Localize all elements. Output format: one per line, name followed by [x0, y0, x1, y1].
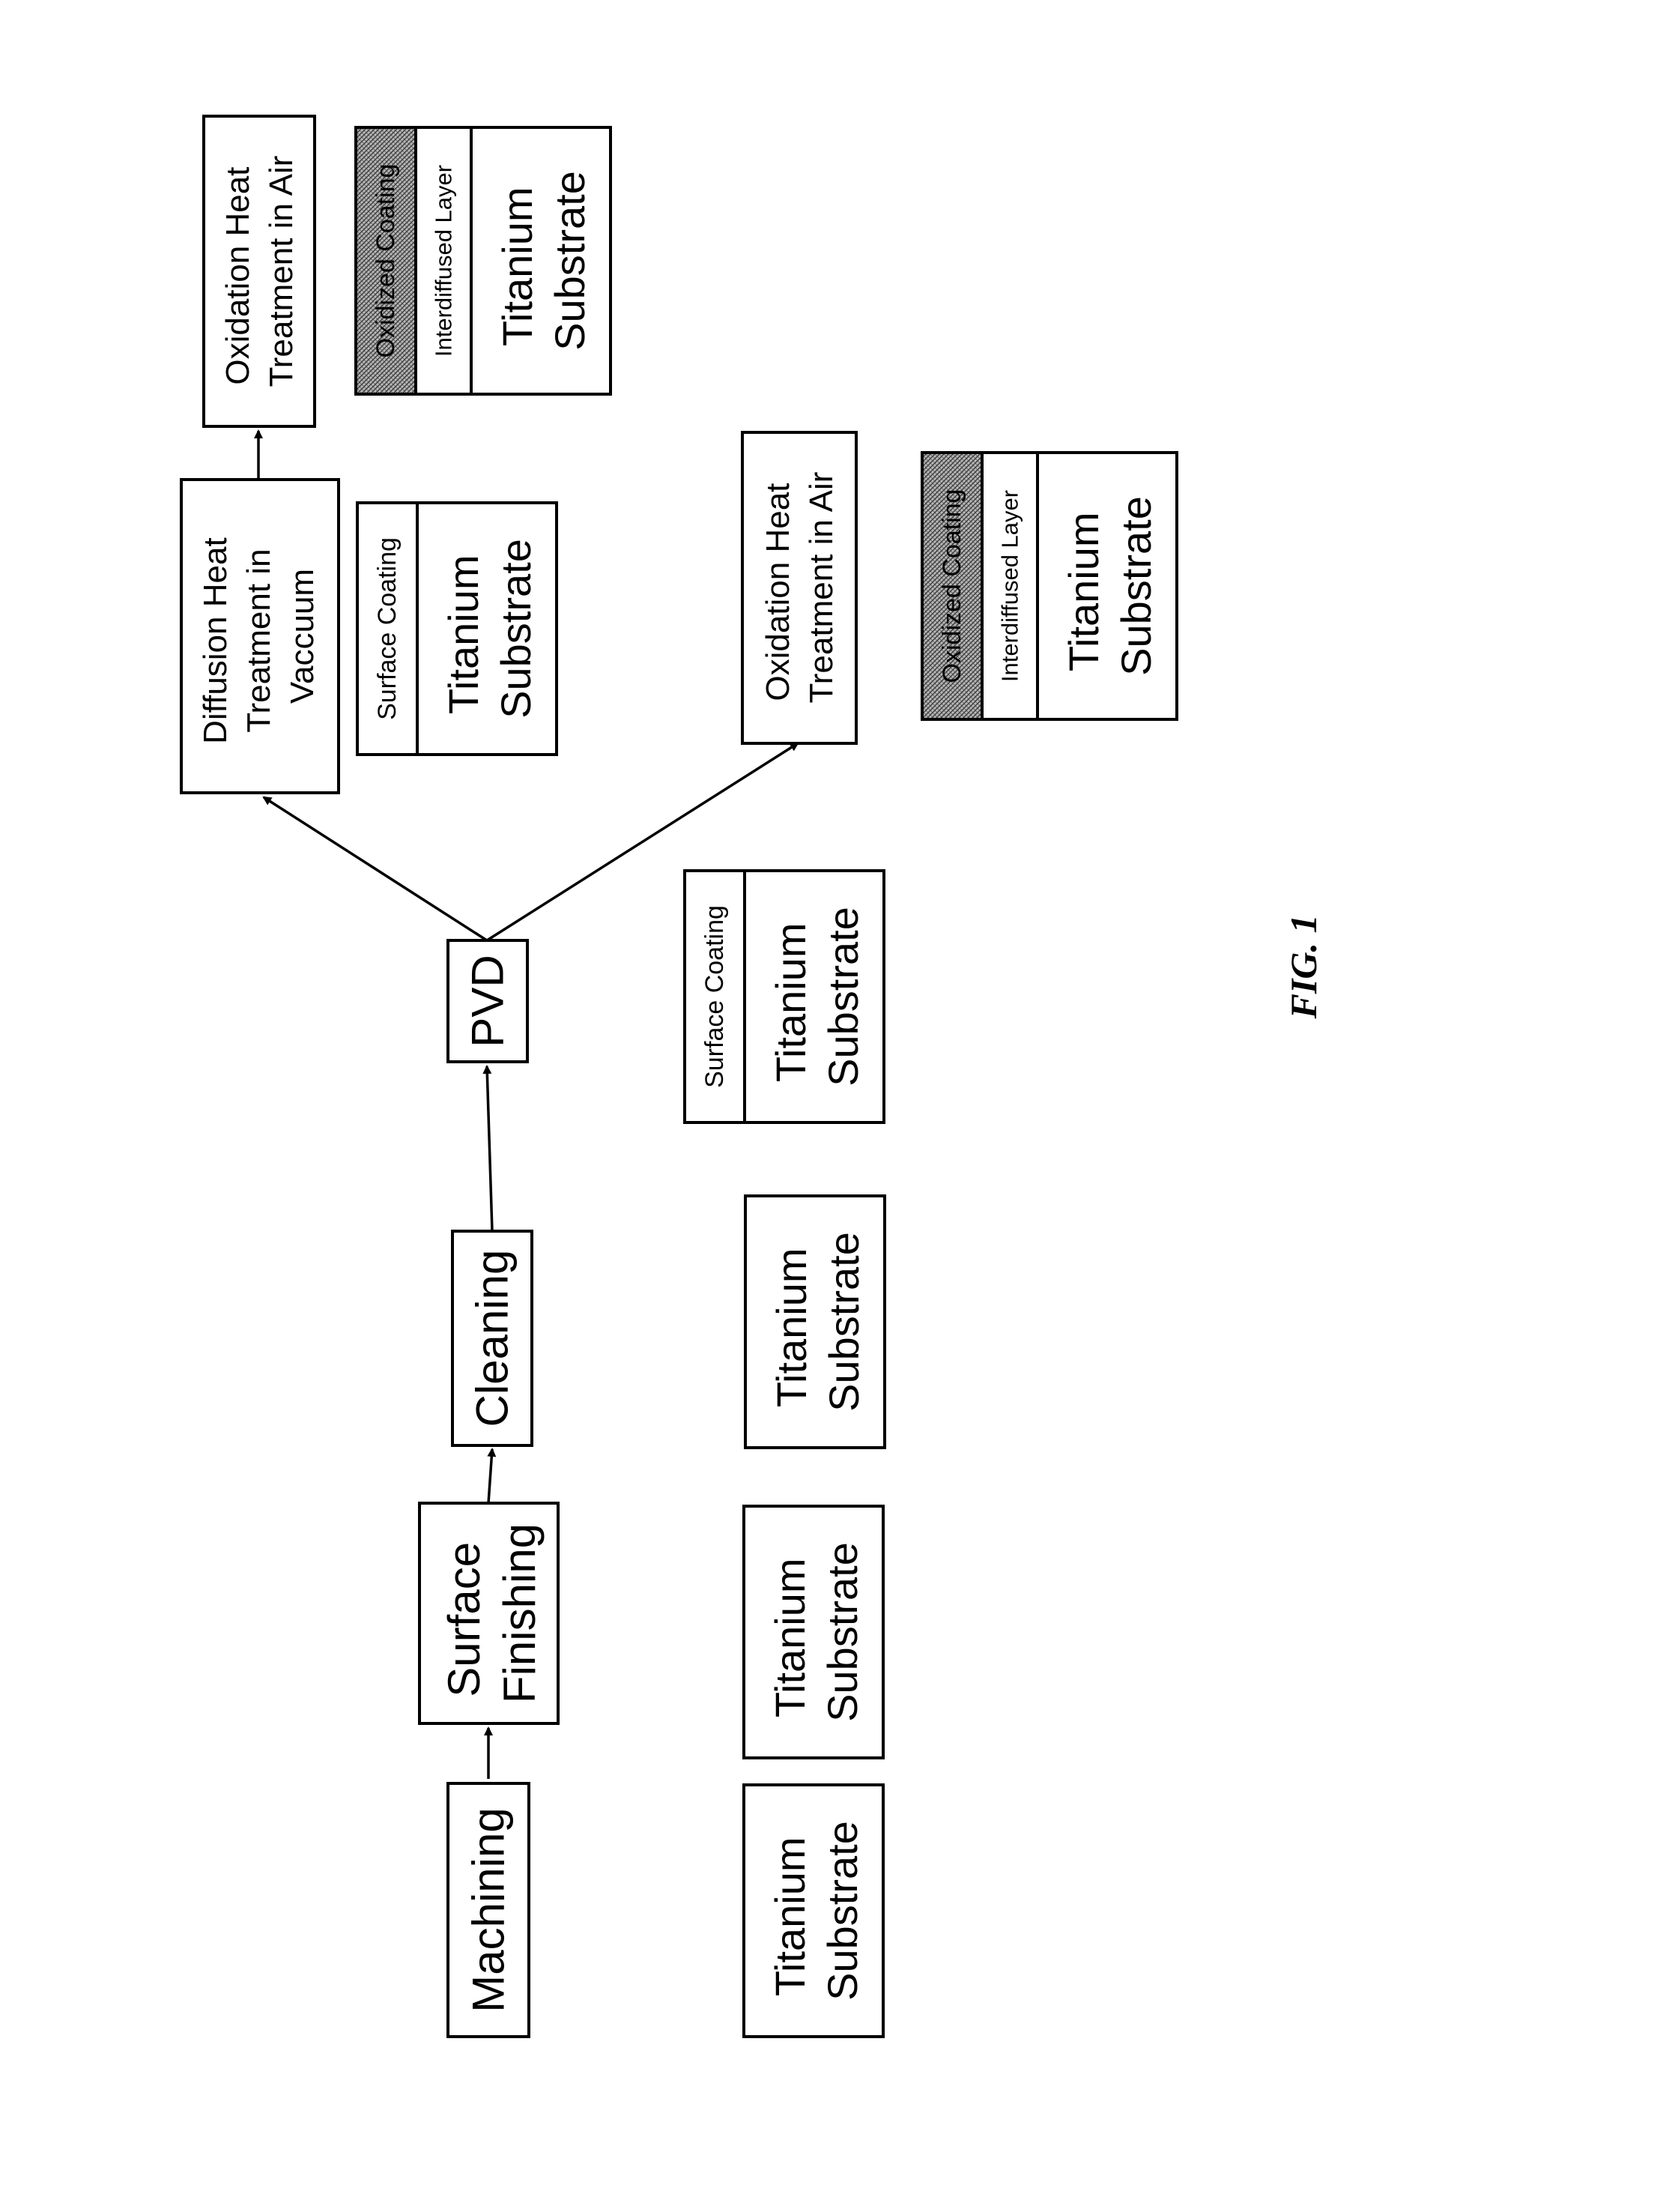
- interdiffused-layer-label: Interdiffused Layer: [997, 490, 1023, 682]
- surface-finishing-line-2: Finishing: [494, 1523, 545, 1703]
- surface-coating-label: Surface Coating: [373, 537, 402, 720]
- surface-finishing-box: Surface Finishing: [419, 1503, 558, 1723]
- oxidized-coating-label: Oxidized Coating: [938, 489, 966, 683]
- surface-coating-label: Surface Coating: [700, 905, 729, 1088]
- substrate-line-2: Substrate: [820, 1232, 867, 1412]
- coating-stack-pvd: Surface Coating Titanium Substrate: [685, 871, 884, 1122]
- oxidation-top-line-1: Oxidation Heat: [219, 167, 256, 385]
- substrate-line-2: Substrate: [1112, 496, 1160, 676]
- substrate-line-1: Titanium: [1060, 512, 1107, 671]
- pvd-box: PVD: [448, 940, 527, 1062]
- oxidized-coating-label: Oxidized Coating: [372, 164, 400, 358]
- oxidation-top-box: Oxidation Heat Treatment in Air: [204, 116, 315, 426]
- substrate-line-1: Titanium: [766, 1837, 814, 1996]
- substrate-line-1: Titanium: [494, 187, 541, 346]
- oxidation-bottom-box: Oxidation Heat Treatment in Air: [742, 432, 856, 743]
- cleaning-label: Cleaning: [467, 1250, 518, 1427]
- substrate-line-2: Substrate: [492, 539, 539, 719]
- diffusion-line-3: Vaccuum: [284, 569, 321, 704]
- substrate-line-2: Substrate: [819, 1821, 866, 2001]
- surface-finishing-line-1: Surface: [439, 1542, 489, 1697]
- substrate-line-1: Titanium: [768, 1248, 815, 1407]
- machining-label: Machining: [464, 1807, 514, 2013]
- oxidation-bottom-line-1: Oxidation Heat: [760, 483, 796, 701]
- substrate-stack-machining: Titanium Substrate: [744, 1785, 883, 2037]
- arrow-finishing-to-cleaning: [488, 1449, 492, 1503]
- substrate-line-1: Titanium: [767, 922, 814, 1082]
- substrate-stack-cleaning: Titanium Substrate: [745, 1196, 885, 1448]
- interdiffused-layer-label: Interdiffused Layer: [431, 165, 457, 357]
- substrate-line-1: Titanium: [440, 554, 487, 714]
- substrate-line-2: Substrate: [819, 1542, 866, 1722]
- oxidation-bottom-line-2: Treatment in Air: [803, 472, 840, 704]
- oxidized-stack-top: Oxidized Coating Interdiffused Layer Tit…: [356, 127, 611, 394]
- oxidation-top-line-2: Treatment in Air: [263, 156, 300, 387]
- pvd-label: PVD: [463, 955, 513, 1047]
- arrow-cleaning-to-pvd: [487, 1066, 492, 1231]
- substrate-line-2: Substrate: [546, 171, 593, 351]
- coating-stack-diffusion: Surface Coating Titanium Substrate: [357, 503, 557, 755]
- substrate-stack-finishing: Titanium Substrate: [744, 1506, 883, 1758]
- figure-label: FIG. 1: [1282, 915, 1324, 1020]
- substrate-line-1: Titanium: [766, 1558, 814, 1717]
- substrate-line-2: Substrate: [820, 907, 867, 1087]
- machining-box: Machining: [448, 1783, 529, 2037]
- cleaning-box: Cleaning: [452, 1231, 532, 1445]
- diffusion-line-2: Treatment in: [240, 549, 277, 732]
- diffusion-line-1: Diffusion Heat: [197, 537, 234, 744]
- arrow-pvd-to-diffusion: [264, 797, 487, 940]
- oxidized-stack-bottom: Oxidized Coating Interdiffused Layer Tit…: [922, 453, 1177, 719]
- diffusion-heat-treatment-box: Diffusion Heat Treatment in Vaccuum: [181, 480, 339, 793]
